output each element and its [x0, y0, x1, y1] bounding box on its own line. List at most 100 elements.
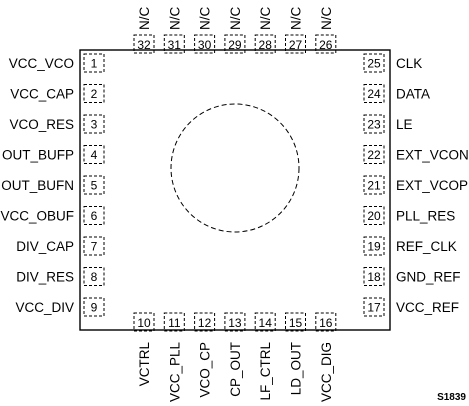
pin-number: 24	[367, 87, 381, 101]
pin-number: 19	[367, 240, 381, 254]
pin-label-vco-cp: VCO_CP	[198, 342, 213, 398]
pin-number: 27	[289, 38, 303, 52]
pin-label-vcc-dig: VCC_DIG	[319, 342, 334, 402]
pin-32-pad	[133, 34, 155, 54]
pin-24-pad	[363, 84, 385, 103]
pin-13-pad	[224, 312, 246, 332]
pin-8-pad	[83, 267, 105, 286]
pin-number: 16	[319, 316, 333, 330]
pin-21-pad	[363, 175, 385, 195]
pin-number: 13	[228, 316, 242, 330]
pin-5-pad	[83, 175, 105, 195]
exposed-pad	[170, 103, 300, 233]
pin-number: 3	[91, 118, 98, 132]
pin-6-pad	[83, 206, 105, 225]
pin-label-ext-vcop: EXT_VCOP	[396, 178, 468, 193]
pin-number: 20	[367, 209, 381, 223]
pin-27-pad	[285, 34, 306, 54]
pin-7-pad	[83, 236, 105, 256]
pin-label-pll-res: PLL_RES	[396, 209, 455, 224]
pin-label-div-res: DIV_RES	[16, 270, 74, 285]
pin-label-vcc-div: VCC_DIV	[15, 300, 74, 315]
pin-16-pad	[315, 312, 337, 332]
pin-20-pad	[363, 206, 385, 225]
pin-26-pad	[315, 34, 337, 54]
pin-9-pad	[83, 297, 105, 317]
pin-number: 6	[91, 209, 98, 223]
pin-label-gnd-ref: GND_REF	[396, 270, 461, 285]
pin-label-div-cap: DIV_CAP	[16, 239, 74, 254]
pin-label-nc: N/C	[137, 7, 152, 31]
pin-label-vcc-pll: VCC_PLL	[167, 342, 182, 403]
pin-31-pad	[163, 34, 185, 54]
package-body	[79, 49, 391, 331]
pin-number: 4	[91, 148, 98, 162]
pin-label-ld-out: LD_OUT	[289, 342, 304, 395]
pin-number: 29	[228, 38, 242, 52]
pin-number: 2	[91, 87, 98, 101]
pin-number: 23	[367, 118, 381, 132]
pin-label-nc: N/C	[289, 7, 304, 31]
pin-label-ref-clk: REF_CLK	[396, 239, 457, 254]
pin-3-pad	[83, 114, 105, 134]
pin-label-lf-ctrl: LF_CTRL	[258, 342, 273, 401]
pin-number: 12	[198, 316, 212, 330]
pin-29-pad	[224, 34, 246, 54]
pin-number: 9	[91, 301, 98, 315]
pin-number: 22	[367, 148, 381, 162]
pin-10-pad	[133, 312, 155, 332]
pin-number: 10	[137, 316, 151, 330]
pin-1-pad	[83, 53, 105, 73]
pin-4-pad	[83, 145, 105, 164]
pin-number: 15	[289, 316, 303, 330]
pin-label-out-bufp: OUT_BUFP	[2, 148, 74, 163]
pin-label-ext-vcon: EXT_VCON	[396, 148, 469, 163]
pin-number: 7	[91, 240, 98, 254]
pins-group: 1VCC_VCO2VCC_CAP3VCO_RES4OUT_BUFP5OUT_BU…	[0, 7, 468, 403]
pin-number: 26	[319, 38, 333, 52]
pin-number: 17	[367, 301, 381, 315]
pin-number: 21	[367, 179, 381, 193]
pin-label-out-bufn: OUT_BUFN	[1, 178, 74, 193]
figure-id: S1839	[437, 392, 466, 403]
pin-label-vcc-obuf: VCC_OBUF	[0, 209, 74, 224]
pin-14-pad	[254, 312, 276, 332]
pin-number: 30	[198, 38, 212, 52]
pin-number: 31	[168, 38, 182, 52]
pin-label-cp-out: CP_OUT	[228, 342, 243, 397]
pin-label-nc: N/C	[319, 7, 334, 31]
pin-number: 14	[259, 316, 273, 330]
pin-number: 1	[91, 57, 98, 71]
pin-25-pad	[363, 53, 385, 73]
pin-label-vcc-vco: VCC_VCO	[9, 56, 74, 71]
pin-number: 8	[91, 270, 98, 284]
pin-number: 11	[168, 316, 181, 330]
pin-18-pad	[363, 267, 385, 286]
pin-15-pad	[285, 312, 306, 332]
pin-number: 32	[137, 38, 151, 52]
pin-label-clk: CLK	[396, 56, 422, 71]
pin-12-pad	[194, 312, 216, 332]
pin-label-le: LE	[396, 117, 413, 132]
pin-11-pad	[163, 312, 185, 332]
pin-number: 5	[91, 179, 98, 193]
pin-28-pad	[254, 34, 276, 54]
pin-22-pad	[363, 145, 385, 164]
pin-number: 28	[259, 38, 273, 52]
pin-label-vctrl: VCTRL	[137, 342, 152, 387]
pin-label-data: DATA	[396, 87, 430, 102]
pin-2-pad	[83, 84, 105, 103]
pin-label-nc: N/C	[258, 7, 273, 31]
pin-label-nc: N/C	[198, 7, 213, 31]
pin-label-vco-res: VCO_RES	[9, 117, 74, 132]
pin-label-nc: N/C	[167, 7, 182, 31]
pin-17-pad	[363, 297, 385, 317]
pin-label-nc: N/C	[228, 7, 243, 31]
pin-23-pad	[363, 114, 385, 134]
pin-label-vcc-ref: VCC_REF	[396, 300, 459, 315]
pin-30-pad	[194, 34, 216, 54]
pin-19-pad	[363, 236, 385, 256]
pin-number: 25	[367, 57, 381, 71]
pin-number: 18	[367, 270, 381, 284]
